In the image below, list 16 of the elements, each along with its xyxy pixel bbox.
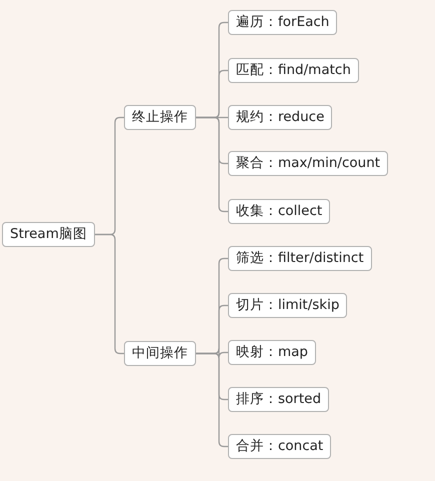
connector-line <box>196 116 228 212</box>
topic-box: 切片：limit/skip <box>228 293 348 318</box>
topic-box: 映射：map <box>228 340 316 365</box>
topic-box: 匹配：find/match <box>228 58 359 83</box>
topic-box: 筛选：filter/distinct <box>228 246 372 271</box>
connector-line <box>196 352 228 448</box>
topic-box: 规约：reduce <box>228 105 332 130</box>
topic-box: 聚合：max/min/count <box>228 151 388 176</box>
topic-box: 遍历：forEach <box>228 10 338 35</box>
topic-box: 合并：concat <box>228 434 332 459</box>
topic-box: 收集：collect <box>228 199 330 224</box>
topic-box: 中间操作 <box>124 341 196 366</box>
topic-box: 排序：sorted <box>228 387 330 412</box>
connector-line <box>94 234 124 354</box>
topic-box: Stream脑图 <box>2 222 95 247</box>
topic-box: 终止操作 <box>124 105 196 130</box>
